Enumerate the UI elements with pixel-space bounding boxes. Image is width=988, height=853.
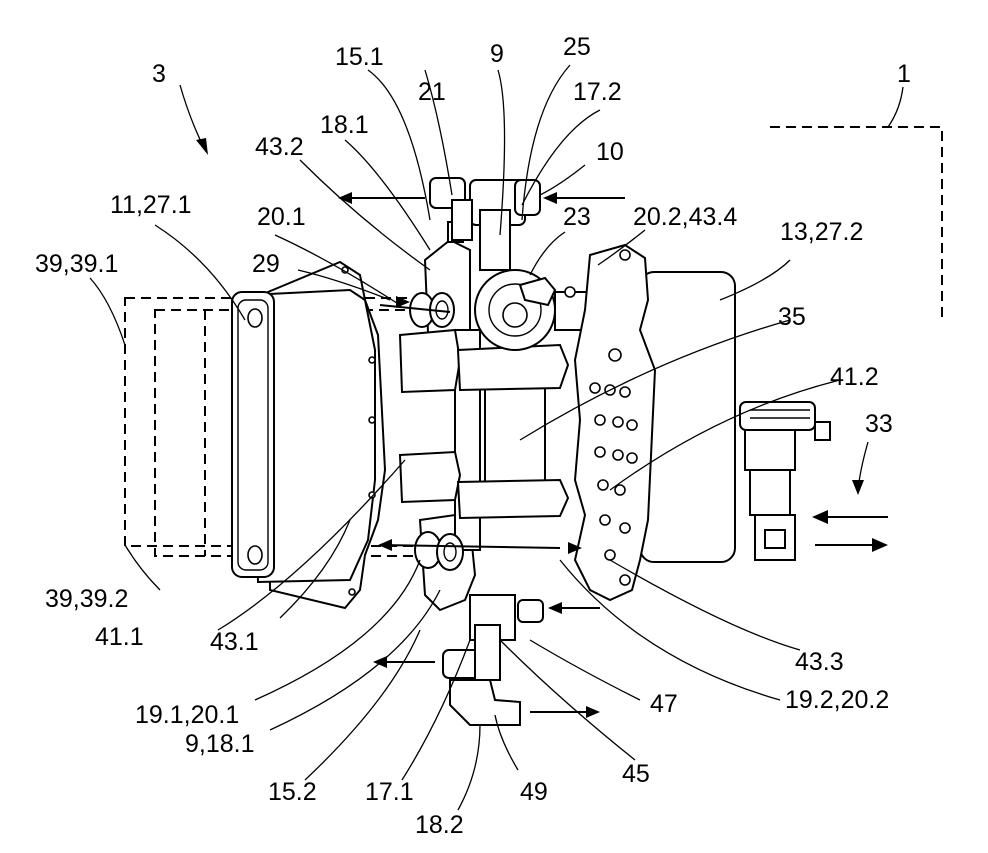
- label-49: 49: [520, 778, 548, 806]
- label-41-1: 41.1: [95, 623, 144, 651]
- label-15-1: 15.1: [335, 43, 384, 71]
- label-19-2-20-2: 19.2,20.2: [785, 686, 889, 714]
- heat-exchanger-11: [232, 262, 385, 608]
- label-9-18-1: 9,18.1: [185, 730, 255, 758]
- connector-33: [740, 402, 830, 560]
- label-29: 29: [252, 250, 280, 278]
- label-11-27-1: 11,27.1: [110, 191, 192, 219]
- label-1: 1: [897, 60, 911, 88]
- label-17-1: 17.1: [365, 778, 414, 806]
- label-19-1-20-1: 19.1,20.1: [135, 701, 239, 729]
- heat-exchanger-13: [575, 245, 735, 600]
- label-15-2: 15.2: [268, 778, 317, 806]
- label-13-27-2: 13,27.2: [780, 218, 863, 246]
- label-10: 10: [596, 138, 624, 166]
- label-18-1: 18.1: [320, 111, 369, 139]
- label-41-2: 41.2: [830, 363, 879, 391]
- label-47: 47: [650, 690, 678, 718]
- bottom-pipe-assembly: [443, 595, 543, 725]
- label-23: 23: [563, 203, 591, 231]
- label-20-2-43-4: 20.2,43.4: [633, 203, 737, 231]
- label-21: 21: [418, 78, 446, 106]
- label-45: 45: [622, 760, 650, 788]
- label-43-1: 43.1: [210, 628, 259, 656]
- label-9: 9: [490, 40, 504, 68]
- label-20-1-top: 20.1: [257, 203, 306, 231]
- label-43-3: 43.3: [795, 648, 844, 676]
- label-33: 33: [865, 410, 893, 438]
- label-3: 3: [152, 60, 166, 88]
- label-18-2: 18.2: [415, 811, 464, 839]
- label-43-2: 43.2: [255, 133, 304, 161]
- label-39-39-2: 39,39.2: [45, 585, 128, 613]
- label-35: 35: [778, 303, 806, 331]
- label-17-2: 17.2: [573, 78, 622, 106]
- label-25: 25: [563, 33, 591, 61]
- label-39-39-1: 39,39.1: [35, 250, 118, 278]
